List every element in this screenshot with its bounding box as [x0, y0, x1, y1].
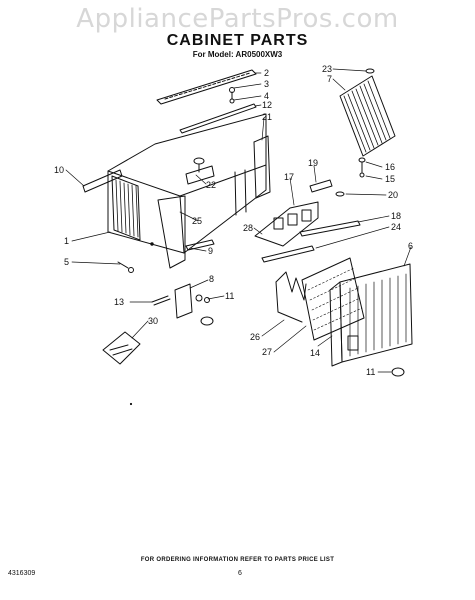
callout-label: 7 [327, 74, 332, 84]
page-number: 6 [238, 570, 242, 577]
callout-label: 9 [208, 246, 213, 256]
callout-label: 22 [206, 180, 216, 190]
document-number: 4316309 [8, 570, 36, 577]
callout-label: 11 [225, 291, 234, 301]
callout-label: 8 [209, 274, 214, 284]
part-front-seal [261, 245, 315, 263]
part-top-gasket-strip [156, 69, 257, 105]
part-30-switch [102, 331, 141, 365]
callout-label: 24 [391, 222, 401, 232]
part-side-channel [253, 135, 271, 199]
part-air-filter [301, 257, 365, 341]
ordering-note: FOR ORDERING INFORMATION REFER TO PARTS … [140, 557, 335, 563]
callout-label: 6 [408, 241, 413, 251]
part-top-screws [229, 87, 235, 104]
callout-label: 25 [192, 216, 202, 226]
part-seal-strip [179, 103, 257, 134]
callout-label: 11 [366, 367, 375, 377]
callout-label: 14 [310, 348, 320, 358]
part-control-bracket [254, 201, 319, 247]
part-19-bracket [309, 179, 333, 193]
callout-label: 3 [264, 79, 269, 89]
model-subtitle: For Model: AR0500XW3 [192, 50, 283, 59]
callout-label: 15 [385, 174, 395, 184]
part-front-strip [157, 195, 186, 269]
part-22-bracket [185, 157, 215, 185]
callout-label: 4 [264, 91, 269, 101]
part-mount-bracket [151, 283, 214, 326]
callout-label: 5 [64, 257, 69, 267]
callout-label: 1 [64, 236, 69, 246]
part-20-clip [335, 191, 345, 197]
callout-label: 28 [243, 223, 253, 233]
callout-label: 10 [54, 165, 64, 175]
part-5-screw [117, 261, 134, 273]
callout-label: 13 [114, 297, 124, 307]
part-front-grille [329, 263, 413, 367]
part-rear-grille [339, 68, 396, 157]
part-main-cabinet [107, 113, 267, 254]
part-9-strip [185, 239, 215, 251]
callout-label: 21 [262, 112, 272, 122]
callout-label: 20 [388, 190, 398, 200]
callout-label: 2 [264, 68, 269, 78]
part-filter-frame [275, 271, 307, 323]
page-title: CABINET PARTS [166, 32, 309, 49]
callout-label: 26 [250, 332, 260, 342]
callout-label: 23 [322, 64, 332, 74]
callout-label: 17 [284, 172, 294, 182]
site-watermark: AppliancePartsPros.com [76, 4, 399, 34]
callout-label: 18 [391, 211, 401, 221]
callout-label: 12 [262, 100, 272, 110]
callout-label: 27 [262, 347, 272, 357]
part-grille-screws [358, 157, 366, 178]
part-side-rail [82, 169, 123, 193]
part-knob [391, 367, 405, 377]
callout-label: 30 [148, 316, 158, 326]
callout-label: 19 [308, 158, 318, 168]
part-lower-seal [299, 220, 361, 237]
callout-label: 16 [385, 162, 395, 172]
